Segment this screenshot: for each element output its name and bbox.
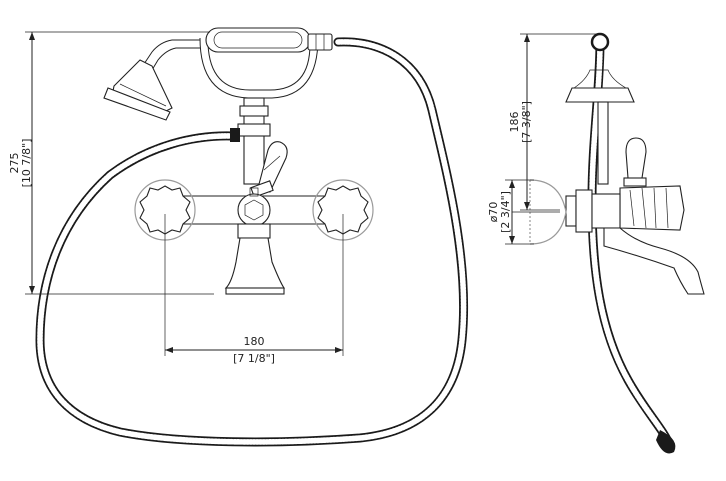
dim-front-width-imperial: [7 1/8"]: [233, 352, 275, 365]
dim-side-height-value: 186: [508, 112, 521, 133]
stem: [243, 97, 265, 185]
dim-side-diameter-imperial: [2 3/4"]: [499, 191, 512, 233]
mixer-body: [134, 179, 374, 241]
spout-base: [224, 223, 286, 295]
dim-front-height-imperial: [10 7/8"]: [20, 139, 33, 188]
dim-side-diameter-value: ø70: [487, 202, 500, 223]
side-lever: [623, 137, 647, 187]
dim-front-height-value: 275: [8, 153, 21, 174]
front-hose: [35, 37, 469, 447]
dim-front-height: 275 [10 7/8"]: [8, 31, 214, 295]
side-knob: [619, 185, 685, 231]
side-view: 186 [7 3/8"] ø70 [2 3/4"]: [487, 32, 705, 454]
dim-side-height: 186 [7 3/8"]: [508, 33, 596, 211]
front-view: 275 [10 7/8"] 180 [7 1/8"]: [8, 27, 469, 447]
dim-side-diameter: ø70 [2 3/4"]: [487, 179, 560, 245]
dim-front-width-value: 180: [244, 335, 265, 348]
handset-body: [199, 27, 333, 99]
dim-front-width: 180 [7 1/8"]: [164, 214, 344, 365]
dim-side-height-imperial: [7 3/8"]: [520, 101, 533, 143]
cradle-arm: [143, 39, 200, 65]
side-cradle: [565, 87, 635, 103]
shower-head: [103, 59, 173, 121]
side-spout: [603, 227, 705, 295]
diverter-lever: [250, 141, 288, 198]
side-hose: [587, 32, 676, 454]
